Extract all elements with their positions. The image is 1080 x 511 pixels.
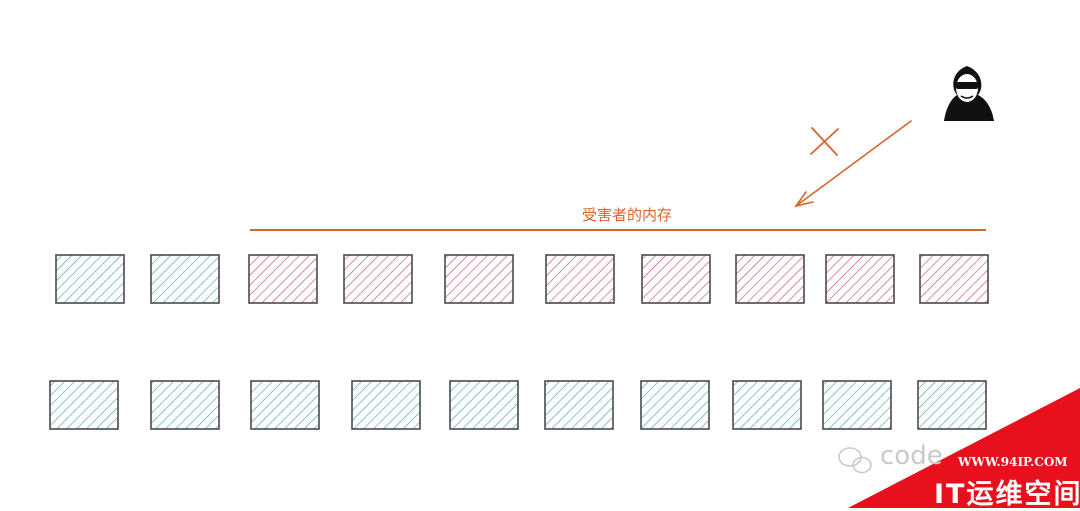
site-url: WWW.94IP.COM [958,455,1068,469]
memory-cell [544,380,614,430]
victim-memory-cell [545,254,615,304]
arrow-icon [794,120,912,208]
corner-banner [848,388,1080,508]
memory-cell [822,380,892,430]
memory-cell [250,380,320,430]
victim-memory-cell [735,254,805,304]
site-name: IT运维空间 [934,479,1080,510]
memory-row-1 [55,254,989,304]
victim-memory-cell [343,254,413,304]
victim-memory-cell [444,254,514,304]
cross-mark-icon [810,127,839,156]
memory-cell [449,380,519,430]
victim-memory-cell [641,254,711,304]
victim-memory-label: 受害者的内存 [582,206,673,224]
memory-cell [351,380,421,430]
memory-row-2 [49,380,987,430]
memory-cell [150,380,220,430]
hacker-hood-icon [938,63,998,123]
memory-cell [732,380,802,430]
memory-cell [150,254,220,304]
victim-memory-cell [919,254,989,304]
memory-cell [917,380,987,430]
memory-cell [640,380,710,430]
watermark-account-text: code [880,441,943,471]
wechat-icon [838,447,872,474]
memory-cell [55,254,125,304]
victim-memory-cell [825,254,895,304]
memory-cell [49,380,119,430]
victim-memory-cell [248,254,318,304]
